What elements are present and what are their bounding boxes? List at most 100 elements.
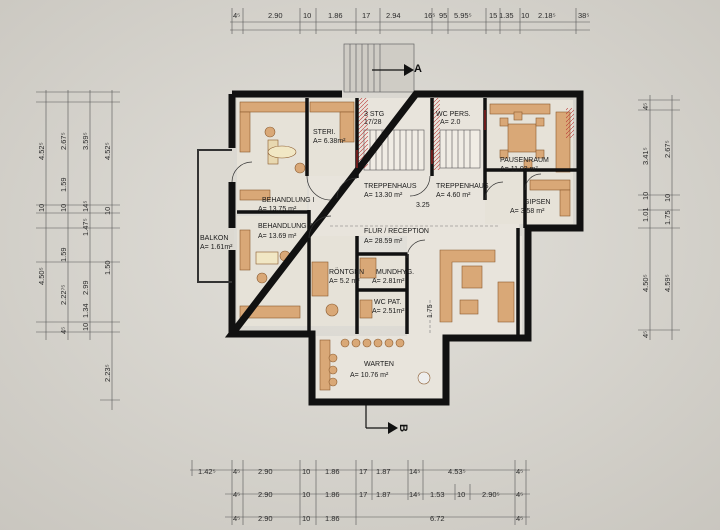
- label-dim-175: 1.75: [427, 304, 434, 318]
- dim-b1-0: 1.42⁵: [198, 467, 216, 476]
- label-mundhyg-name: MUNDHYG.: [376, 269, 414, 276]
- label-gipsen-area: A= 3.58 m²: [510, 208, 545, 215]
- dim-top-10: 1.35: [499, 11, 514, 20]
- dim-b2-6: 14⁵: [409, 490, 420, 499]
- dim-b1-8: 4.53⁵: [448, 467, 466, 476]
- dim-r2-2: 1.75: [663, 210, 672, 225]
- dim-top-5: 2.94: [386, 11, 401, 20]
- dim-top-2: 10: [303, 11, 311, 20]
- label-stair-steps: 3 STG: [364, 111, 384, 118]
- dimension-text-top: 4⁵ 2.90 10 1.86 17 2.94 16⁵ 95 5.95⁵ 15 …: [233, 11, 589, 20]
- dim-b2-0: 4⁵: [233, 490, 240, 499]
- dim-l2-2: 10: [59, 204, 68, 212]
- dim-l4-0: 4.52⁵: [103, 142, 112, 160]
- dim-l4-1: 10: [103, 207, 112, 215]
- dim-r1-0: 4⁵: [641, 103, 650, 110]
- label-treppenhaus1-area: A= 13.30 m²: [364, 192, 403, 199]
- dim-top-4: 17: [362, 11, 370, 20]
- label-behandlung2-area: A= 13.69 m²: [258, 233, 297, 240]
- label-wcpers-area: A= 2.0: [440, 119, 461, 126]
- dim-l4-2: 1.50: [103, 260, 112, 275]
- dim-top-13: 38⁵: [578, 11, 589, 20]
- dim-b1-7: 14⁵: [409, 467, 420, 476]
- label-warten-area: A= 10.76 m²: [350, 372, 389, 379]
- dim-b2-1: 2.90: [258, 490, 273, 499]
- dim-b1-3: 10: [302, 467, 310, 476]
- dim-top-6: 16⁵: [424, 11, 435, 20]
- dim-l1-1: 10: [37, 204, 46, 212]
- label-treppenhaus2-area: A= 4.60 m²: [436, 192, 471, 199]
- dim-b3-2: 10: [302, 514, 310, 523]
- room-labels: STERI. A= 6.38m² BEHANDLUNG I A= 13.75 m…: [200, 111, 550, 379]
- label-mundhyg-area: A= 2.81m²: [372, 278, 405, 285]
- dimension-text-left: 4.52⁵ 10 4.50⁵ 2.67⁵ 1.59 10 1.59 2.22⁷⁵…: [37, 132, 112, 382]
- dim-r1-1: 3.41⁵: [641, 147, 650, 165]
- label-steri-area: A= 6.38m²: [313, 138, 346, 145]
- dim-r1-5: 4⁵: [641, 331, 650, 338]
- label-roentgen-name: RÖNTGEN: [329, 268, 364, 276]
- dimension-chain-left: [36, 90, 120, 410]
- dim-b3-1: 2.90: [258, 514, 273, 523]
- label-flur-area: A= 28.59 m²: [364, 238, 403, 245]
- label-pausenraum-name: PAUSENRAUM: [500, 157, 549, 164]
- label-dim-325: 3.25: [416, 202, 430, 209]
- dim-b3-0: 4⁵: [233, 514, 240, 523]
- label-wcpat-area: A= 2.51m²: [372, 308, 405, 315]
- furniture: [239, 101, 571, 391]
- dim-b1-9: 4⁵: [516, 467, 523, 476]
- dim-r1-2: 10: [641, 192, 650, 200]
- dim-b2-2: 10: [302, 490, 310, 499]
- dim-r2-3: 4.59⁵: [663, 274, 672, 292]
- dim-b2-5: 1.87: [376, 490, 391, 499]
- dim-r2-1: 10: [663, 194, 672, 202]
- dim-top-12: 2.18⁵: [538, 11, 556, 20]
- dim-l2-4: 2.22⁷⁵: [59, 285, 68, 305]
- label-behandlung2-name: BEHANDLUNG II: [258, 223, 313, 230]
- entrance-stairs: [343, 43, 415, 93]
- label-balkon-name: BALKON: [200, 235, 228, 242]
- label-behandlung1-name: BEHANDLUNG I: [262, 197, 315, 204]
- dim-b2-10: 4⁵: [516, 490, 523, 499]
- dim-b2-3: 1.86: [325, 490, 340, 499]
- dim-top-1: 2.90: [268, 11, 283, 20]
- dimension-text-bottom: 1.42⁵ 4⁵ 2.90 10 1.86 17 1.87 14⁵ 4.53⁵ …: [198, 467, 523, 523]
- label-treppenhaus2-name: TREPPENHAUS: [436, 183, 489, 190]
- dim-b2-4: 17: [359, 490, 367, 499]
- section-label-a: A: [414, 63, 422, 75]
- dim-top-9: 15: [489, 11, 497, 20]
- dim-b2-7: 1.53: [430, 490, 445, 499]
- dim-b3-5: 4⁵: [516, 514, 523, 523]
- section-label-b: B: [397, 424, 409, 432]
- label-balkon-area: A= 1.61m²: [200, 244, 233, 251]
- dim-top-0: 4⁵: [233, 11, 240, 20]
- section-marker-b: B: [365, 404, 409, 434]
- dim-l3-0: 3.59⁵: [81, 132, 90, 150]
- label-gipsen-name: GIPSEN: [524, 199, 550, 206]
- dim-b1-4: 1.86: [325, 467, 340, 476]
- dim-l3-4: 1.34: [81, 303, 90, 318]
- label-steri-name: STERI.: [313, 129, 336, 136]
- label-behandlung1-area: A= 13.75 m²: [258, 206, 297, 213]
- dim-l3-3: 2.99: [81, 280, 90, 295]
- dim-l3-5: 10: [81, 323, 90, 331]
- section-marker-a: A: [372, 63, 422, 76]
- dim-l3-2: 1.47⁵: [81, 218, 90, 236]
- dimension-chain-right: [638, 95, 680, 340]
- dim-top-3: 1.86: [328, 11, 343, 20]
- dim-top-7: 95: [439, 11, 447, 20]
- dim-b3-4: 6.72: [430, 514, 445, 523]
- label-treppenhaus1-name: TREPPENHAUS: [364, 183, 417, 190]
- dim-r2-0: 2.67⁵: [663, 140, 672, 158]
- door-swings: [231, 161, 542, 259]
- dim-b2-9: 2.90⁵: [482, 490, 500, 499]
- dim-top-11: 10: [521, 11, 529, 20]
- dim-l4-3: 2.23⁵: [103, 364, 112, 382]
- dim-b1-1: 4⁵: [233, 467, 240, 476]
- dim-l3-1: 14⁵: [81, 201, 90, 212]
- dimension-chain-top: [230, 8, 590, 34]
- dimension-text-right: 4⁵ 3.41⁵ 10 1.01 4.50⁵ 4⁵ 2.67⁵ 10 1.75 …: [641, 103, 672, 338]
- dim-l2-3: 1.59: [59, 247, 68, 262]
- label-roentgen-area: A= 5.2 m²: [329, 278, 360, 285]
